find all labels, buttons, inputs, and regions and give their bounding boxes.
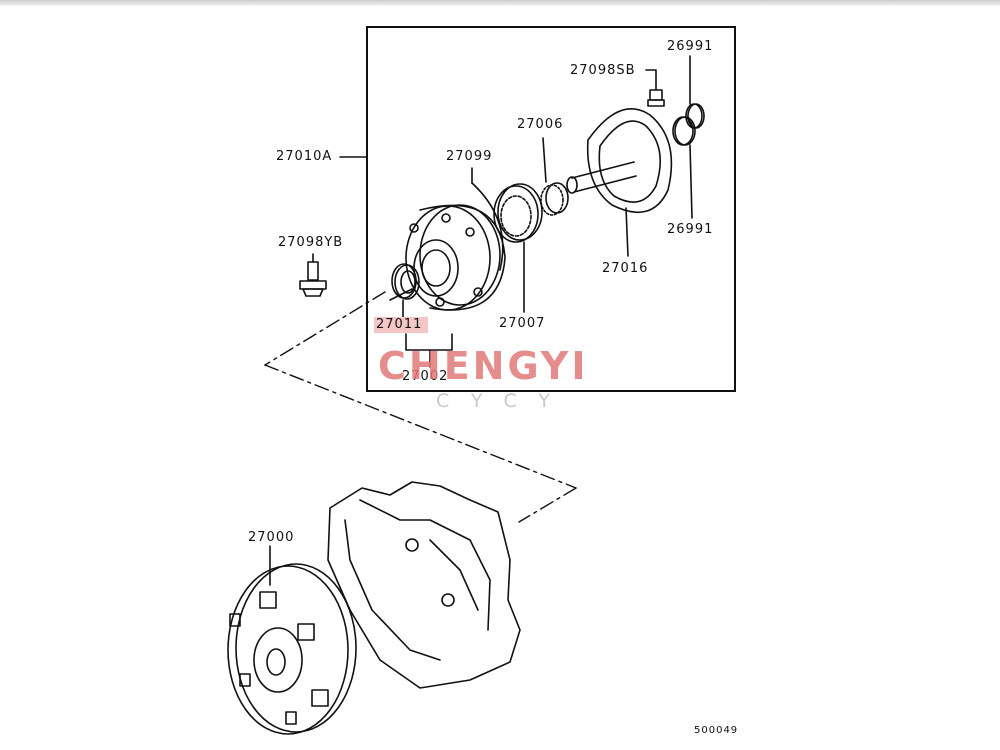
- bolt-27098YB: [299, 253, 327, 297]
- label-27010A: 27010A: [276, 149, 333, 164]
- label-27098YB: 27098YB: [278, 235, 344, 250]
- label-27000: 27000: [248, 530, 295, 545]
- label-26991-bottom: 26991: [667, 222, 714, 237]
- figure-code: 500049: [694, 725, 739, 736]
- seal-rings-26991: [672, 55, 705, 219]
- outer-gear-27007: [493, 183, 543, 313]
- assembly-frame: [366, 26, 736, 392]
- connection-dashed-lines: [264, 291, 577, 523]
- oil-seal-27011: [391, 263, 420, 300]
- stator-cover-27016: [566, 108, 673, 257]
- transmission-case: [327, 481, 521, 689]
- label-27007: 27007: [499, 316, 546, 331]
- watermark-sub: CYCY: [436, 390, 573, 412]
- o-ring-27099: [471, 167, 504, 271]
- leader-27002: [405, 333, 453, 368]
- inner-gear-27006: [540, 137, 569, 216]
- label-27006: 27006: [517, 117, 564, 132]
- label-27002: 27002: [402, 369, 449, 384]
- label-27016: 27016: [602, 261, 649, 276]
- torque-converter-27000: [227, 545, 357, 735]
- watermark-brand: CHENGYI: [378, 344, 589, 388]
- window-top-edge: [0, 0, 1000, 6]
- label-26991-top: 26991: [667, 39, 714, 54]
- plug-27098SB: [645, 69, 665, 107]
- pump-housing: [405, 204, 506, 311]
- label-27011-highlighted: 27011: [374, 317, 429, 333]
- label-27099: 27099: [446, 149, 493, 164]
- label-27098SB: 27098SB: [570, 63, 636, 78]
